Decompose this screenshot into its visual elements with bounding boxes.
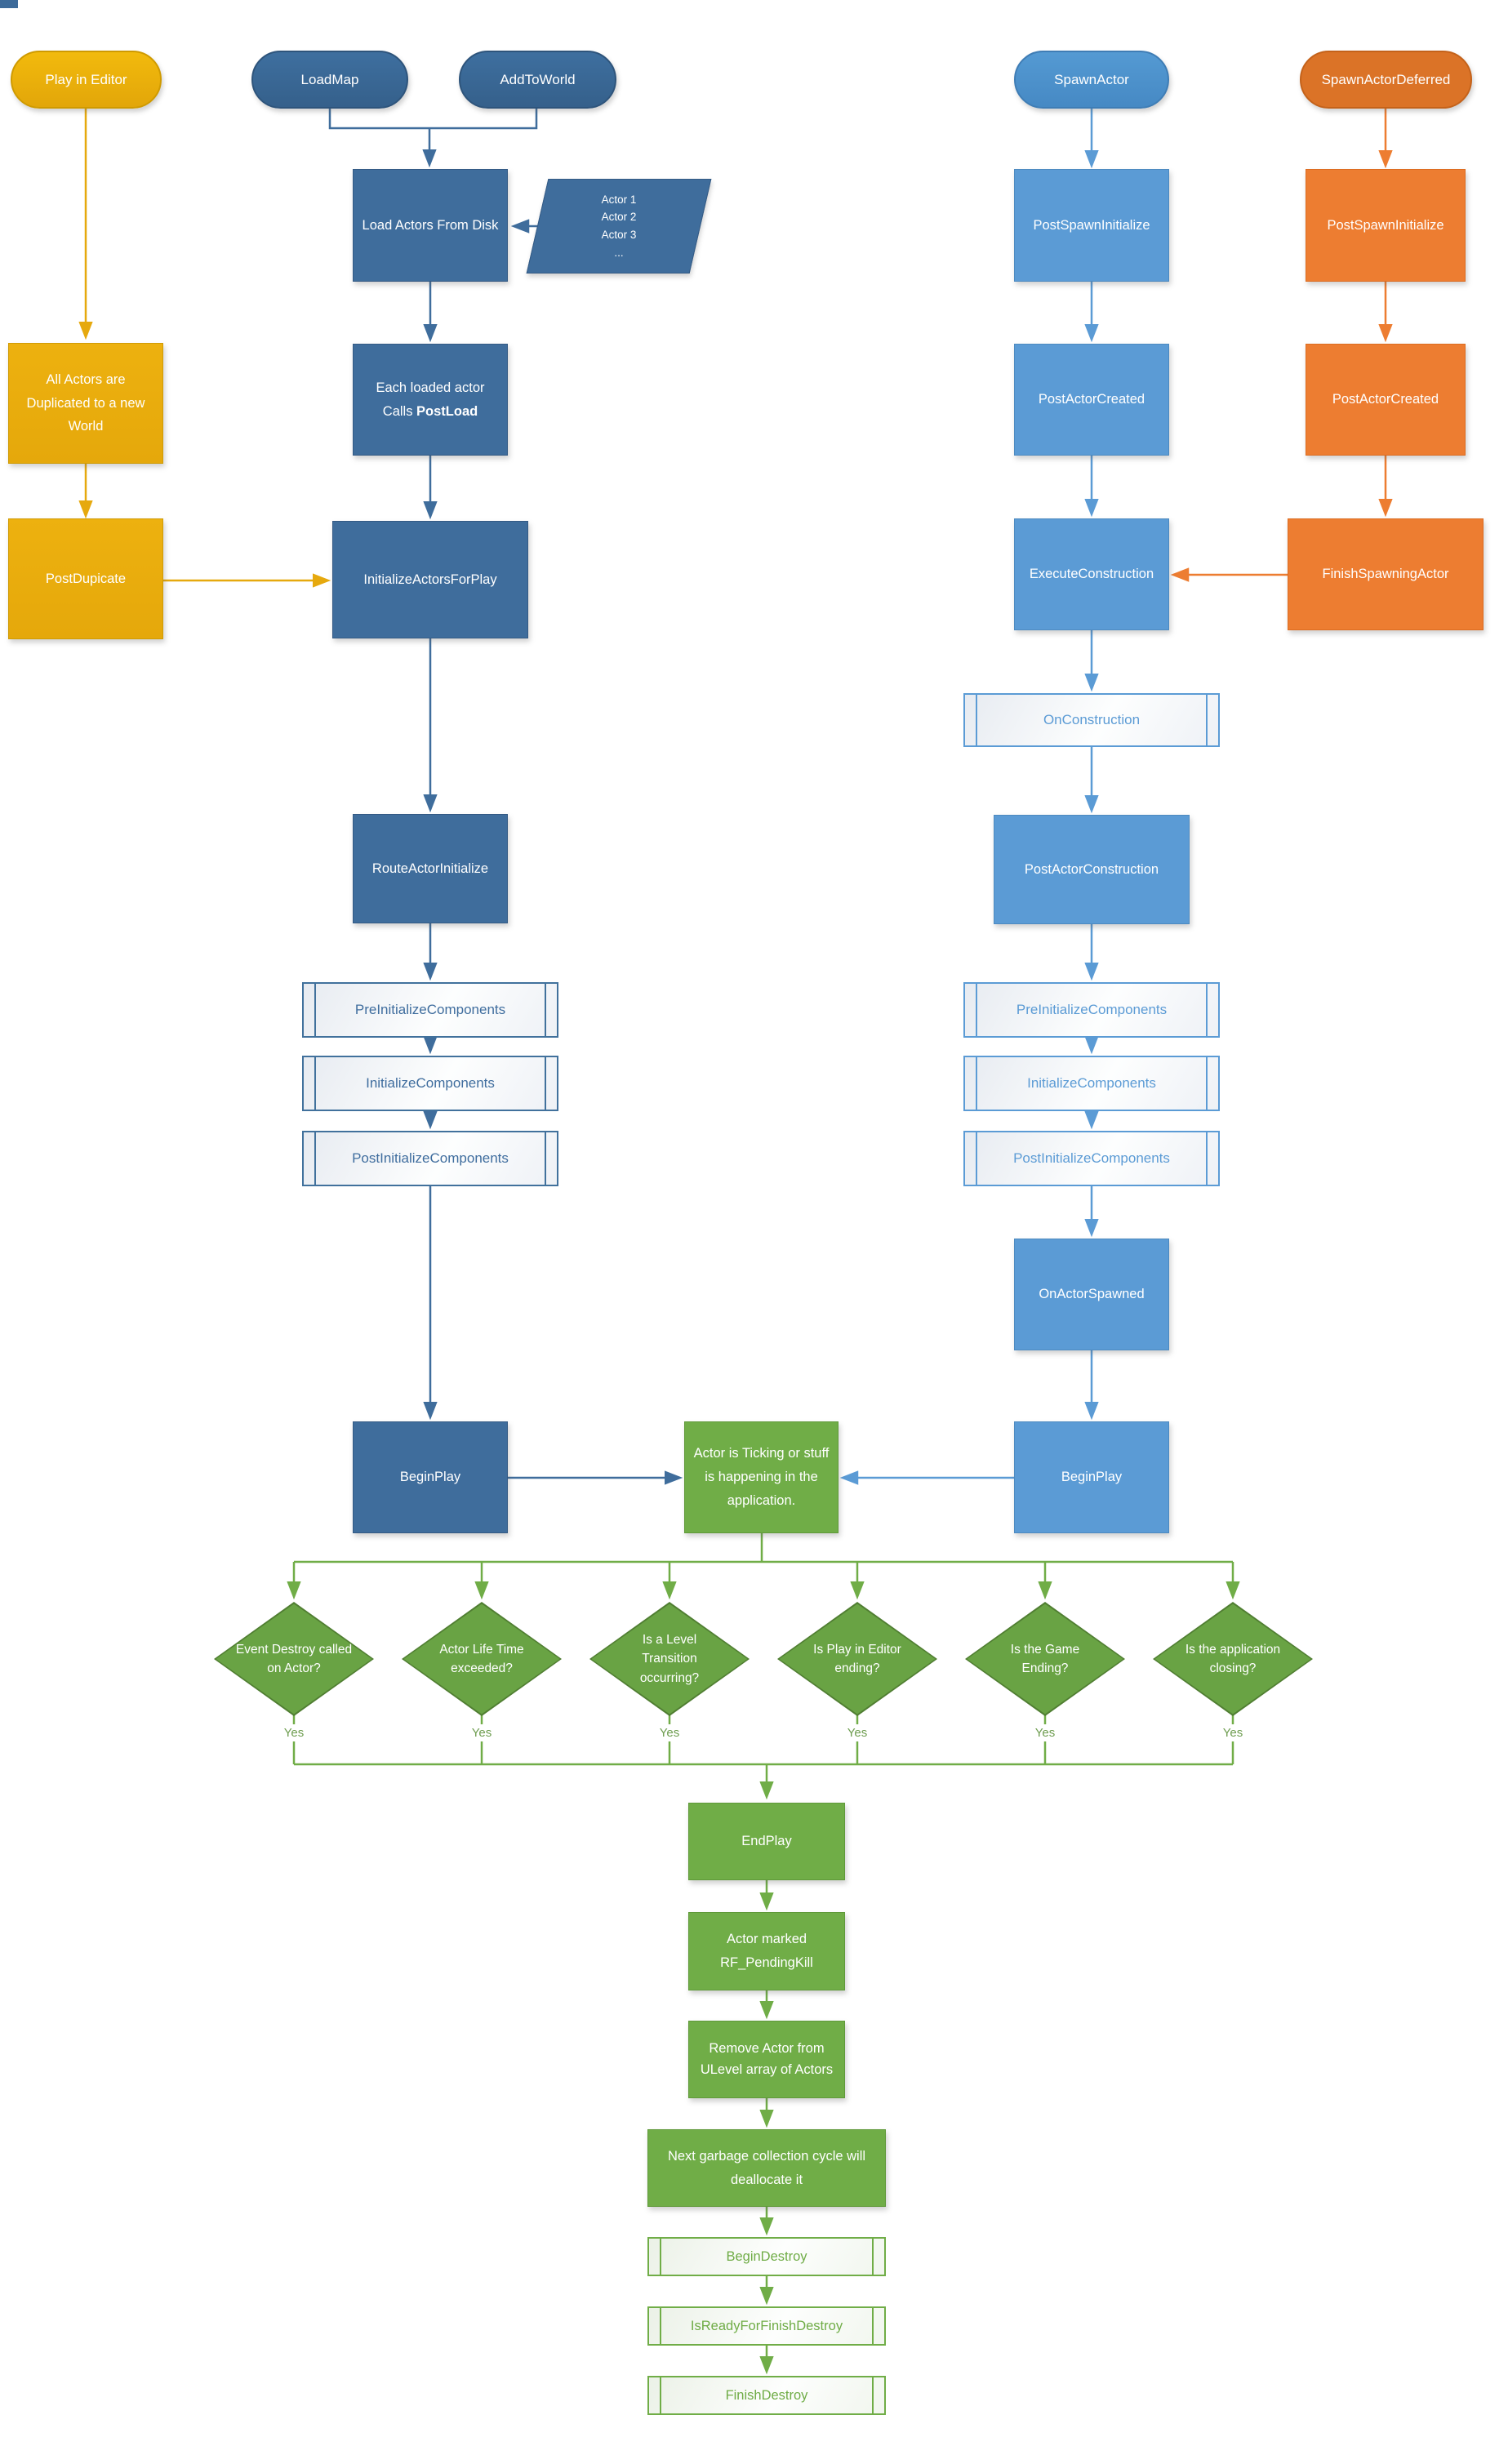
process-label: RouteActorInitialize [371, 861, 489, 876]
process-load-actors-from-disk: Load Actors From Disk [353, 169, 508, 282]
process-executeconstruction: ExecuteConstruction [1014, 518, 1169, 630]
subroutine-initializecomponents-right: InitializeComponents [963, 1056, 1220, 1111]
terminator-spawnactor: SpawnActor [1014, 51, 1169, 109]
subroutine-isreadyforfinishdestroy: IsReadyForFinishDestroy [647, 2306, 886, 2346]
subroutine-onconstruction: OnConstruction [963, 693, 1220, 747]
decision-application-closing: Is the application closing? [1153, 1602, 1313, 1716]
subroutine-postinitializecomponents-right: PostInitializeComponents [963, 1131, 1220, 1186]
process-postdupicate: PostDupicate [8, 518, 163, 639]
process-beginplay-right: BeginPlay [1014, 1421, 1169, 1533]
yes-label: Yes [1030, 1724, 1060, 1741]
corner-artifact [0, 0, 18, 8]
subroutine-finishdestroy: FinishDestroy [647, 2376, 886, 2415]
process-routeactorinitialize: RouteActorInitialize [353, 814, 508, 923]
yes-label: Yes [467, 1724, 496, 1741]
subroutine-preinitializecomponents-right: PreInitializeComponents [963, 982, 1220, 1038]
decision-pie-ending: Is Play in Editor ending? [777, 1602, 937, 1716]
decision-lifetime-exceeded: Actor Life Time exceeded? [402, 1602, 562, 1716]
terminator-label: SpawnActor [1054, 71, 1129, 87]
terminator-label: SpawnActorDeferred [1321, 71, 1451, 87]
terminator-addtoworld: AddToWorld [459, 51, 616, 109]
process-postspawninitialize-spawn: PostSpawnInitialize [1014, 169, 1169, 282]
decision-event-destroy: Event Destroy called on Actor? [214, 1602, 374, 1716]
terminator-spawnactordeferred: SpawnActorDeferred [1300, 51, 1472, 109]
process-actor-ticking: Actor is Ticking or stuff is happening i… [684, 1421, 839, 1533]
process-postactorcreated-spawn: PostActorCreated [1014, 344, 1169, 456]
process-all-actors-duplicated: All Actors are Duplicated to a new World [8, 343, 163, 464]
process-postload: Each loaded actor Calls PostLoad [353, 344, 508, 456]
subroutine-initializecomponents-left: InitializeComponents [302, 1056, 558, 1111]
subroutine-begindestroy: BeginDestroy [647, 2237, 886, 2276]
yes-label: Yes [655, 1724, 684, 1741]
process-postactorconstruction: PostActorConstruction [994, 815, 1190, 924]
yes-label: Yes [843, 1724, 872, 1741]
process-label: Load Actors From Disk [362, 217, 499, 233]
terminator-label: LoadMap [300, 71, 359, 87]
process-finishspawningactor: FinishSpawningActor [1288, 518, 1484, 630]
yes-label: Yes [279, 1724, 309, 1741]
subroutine-postinitializecomponents-left: PostInitializeComponents [302, 1131, 558, 1186]
actor-list-lines: Actor 1 Actor 2 Actor 3 ... [601, 193, 637, 259]
terminator-loadmap: LoadMap [251, 51, 408, 109]
process-garbage-collection: Next garbage collection cycle will deall… [647, 2129, 886, 2207]
decision-level-transition: Is a Level Transition occurring? [589, 1602, 750, 1716]
process-remove-actor: Remove Actor from ULevel array of Actors [688, 2021, 845, 2098]
process-postspawninitialize-deferred: PostSpawnInitialize [1306, 169, 1466, 282]
process-onactorspawned: OnActorSpawned [1014, 1239, 1169, 1350]
subroutine-preinitializecomponents-left: PreInitializeComponents [302, 982, 558, 1038]
yes-label: Yes [1218, 1724, 1248, 1741]
process-postactorcreated-deferred: PostActorCreated [1306, 344, 1466, 456]
data-actor-list: Actor 1 Actor 2 Actor 3 ... [526, 179, 712, 274]
process-endplay: EndPlay [688, 1803, 845, 1880]
terminator-label: AddToWorld [500, 71, 576, 87]
process-label: InitializeActorsForPlay [363, 572, 497, 587]
process-label: BeginPlay [399, 1470, 461, 1485]
process-beginplay-left: BeginPlay [353, 1421, 508, 1533]
decision-game-ending: Is the Game Ending? [965, 1602, 1125, 1716]
terminator-label: Play in Editor [45, 71, 127, 87]
process-initializeactorsforplay: InitializeActorsForPlay [332, 521, 528, 638]
process-actor-marked-pendingkill: Actor marked RF_PendingKill [688, 1912, 845, 1990]
terminator-play-in-editor: Play in Editor [11, 51, 162, 109]
